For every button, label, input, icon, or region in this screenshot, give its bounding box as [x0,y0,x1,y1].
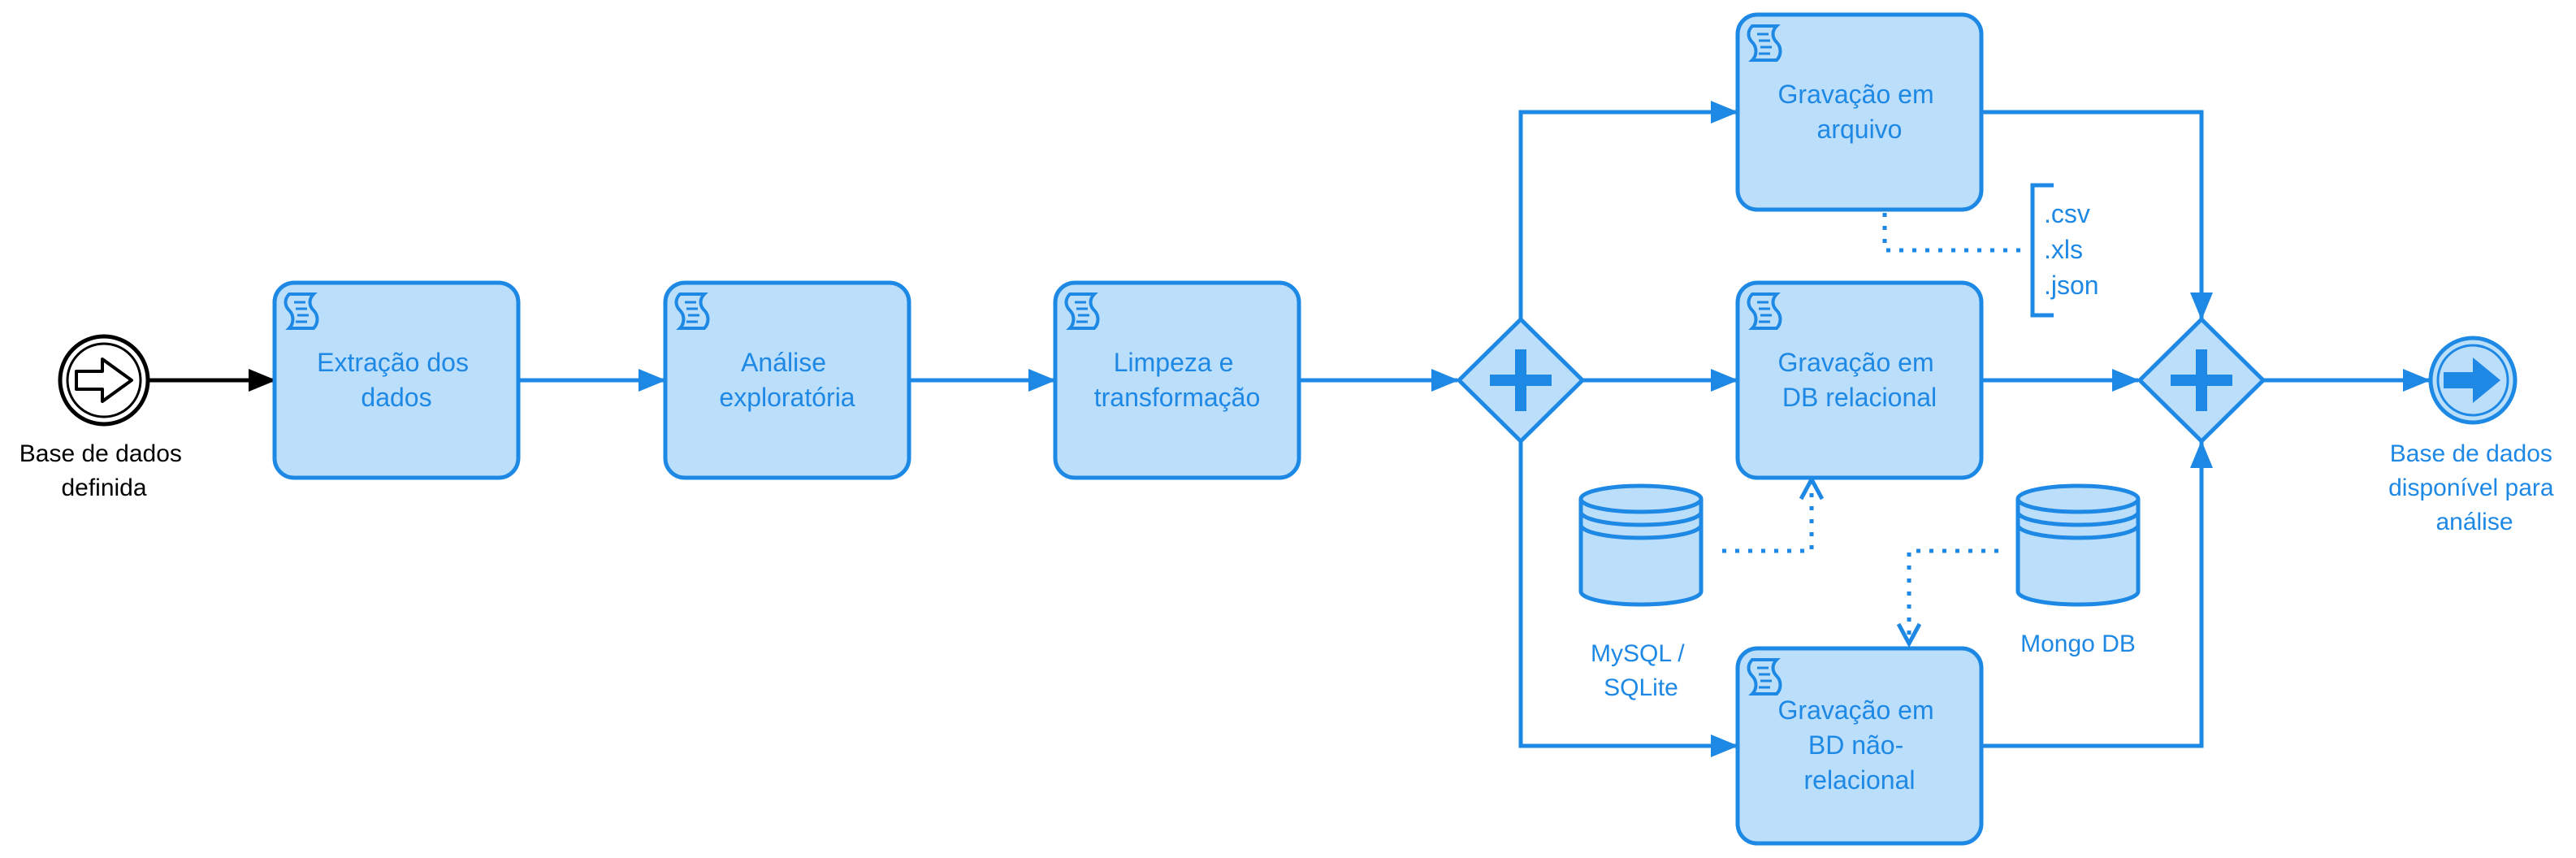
start-event-label: Base de dados definida [19,440,189,501]
flow-naorelacional-to-join [1981,440,2213,748]
task-limpeza-label: Limpeza e transformação [1094,348,1261,412]
flow-gateway-to-arquivo [1518,101,1738,319]
task-limpeza[interactable]: Limpeza e transformação [1053,280,1301,480]
database-icon[interactable] [1578,483,1704,607]
task-relacional-label: Gravação em DB relacional [1778,348,1942,412]
script-icon [1747,292,1782,330]
parallel-gateway-join[interactable] [2137,316,2266,444]
mysql-label: MySQL / SQLite [1591,640,1691,701]
parallel-gateway-plus-icon [1490,349,1552,411]
parallel-gateway-split[interactable] [1456,316,1586,444]
task-analise-label: Análise exploratória [719,348,855,412]
task-naorelacional-label: Gravação em BD não- relacional [1778,696,1942,795]
script-icon [1064,292,1100,330]
script-icon [284,292,319,330]
script-icon [1747,24,1782,62]
file-format-json: .json [2044,271,2099,300]
task-arquivo[interactable]: Gravação em arquivo [1735,12,1984,212]
task-extracao-label: Extração dos dados [317,348,476,412]
start-event[interactable] [58,334,150,427]
task-extracao[interactable]: Extração dos dados [272,280,521,480]
task-relacional[interactable]: Gravação em DB relacional [1735,280,1984,480]
task-analise[interactable]: Análise exploratória [663,280,911,480]
file-formats-annotation: .csv .xls .json [2030,183,2099,318]
database-icon[interactable] [2015,483,2141,607]
end-event[interactable] [2428,336,2518,425]
parallel-gateway-plus-icon [2171,349,2232,411]
association-mysql-relacional [1722,479,1812,553]
task-naorelacional[interactable]: Gravação em BD não- relacional [1735,646,1984,846]
flow-gateway-to-naorelacional [1518,441,1738,757]
script-icon [674,292,710,330]
end-event-label: Base de dados disponível para análise [2388,440,2561,535]
arrow-right-outline-icon [75,358,133,403]
script-icon [1747,658,1782,696]
association-mongo-naorelacional [1909,548,1998,644]
association-arquivo-formats [1882,213,2023,253]
file-format-csv: .csv [2044,199,2090,228]
file-format-xls: .xls [2044,235,2083,264]
mongo-label: Mongo DB [2020,630,2136,657]
arrow-right-icon [2444,358,2500,403]
flow-arquivo-to-join [1981,110,2213,320]
task-arquivo-label: Gravação em arquivo [1778,80,1942,144]
